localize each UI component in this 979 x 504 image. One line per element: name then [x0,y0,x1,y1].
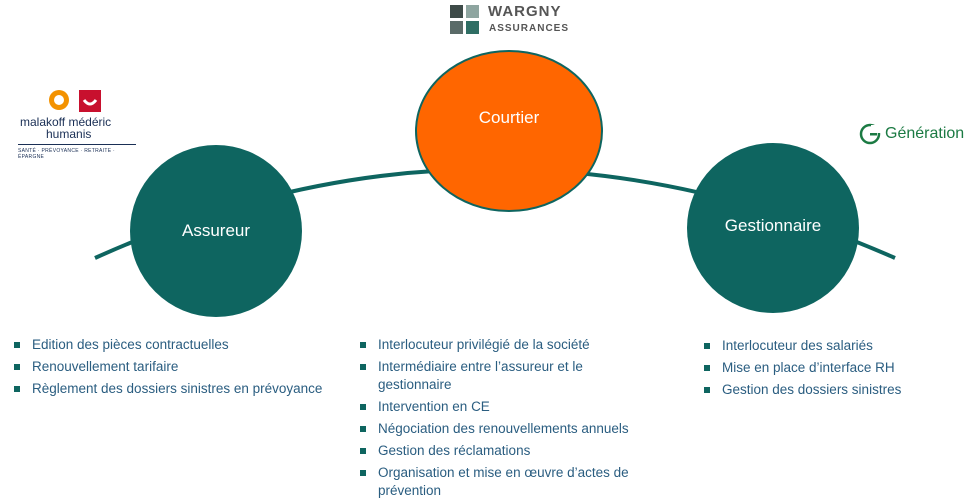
list-item: Renouvellement tarifaire [12,358,342,376]
list-item: Gestion des réclamations [358,442,648,460]
node-courtier-label: Courtier [478,108,540,127]
malakoff-logo: malakoff médéric humanis SANTÉ · PRÉVOYA… [18,88,138,160]
malakoff-divider [18,144,136,145]
list-item: Règlement des dossiers sinistres en prév… [12,380,342,398]
list-item: Négociation des renouvellements annuels [358,420,648,438]
list-item: Interlocuteur privilégié de la société [358,336,648,354]
list-item: Interlocuteur des salariés [702,337,972,355]
node-gestionnaire-label: Gestionnaire [724,216,822,235]
generation-name: Génération [885,125,965,142]
node-assureur-label: Assureur [181,221,251,240]
node-gestionnaire: Gestionnaire [687,143,859,313]
malakoff-line1: malakoff médéric [20,115,112,129]
list-item: Intermédiaire entre l’assureur et le ges… [358,358,648,394]
gestionnaire-list: Interlocuteur des salariés Mise en place… [702,337,972,403]
malakoff-tagline: SANTÉ · PRÉVOYANCE · RETRAITE · ÉPARGNE [18,148,115,160]
generation-logo: Génération [858,122,978,148]
node-courtier: Courtier [415,50,603,212]
list-item: Edition des pièces contractuelles [12,336,342,354]
list-item: Organisation et mise en œuvre d’actes de… [358,464,648,500]
courtier-list: Interlocuteur privilégié de la société I… [358,336,648,504]
list-item: Intervention en CE [358,398,648,416]
malakoff-mark-icon [49,90,101,112]
wargny-logo: WARGNY ASSURANCES [450,3,570,36]
wargny-name: WARGNY [488,3,562,20]
node-assureur: Assureur [130,145,302,317]
list-item: Gestion des dossiers sinistres [702,381,972,399]
malakoff-line2: humanis [46,127,92,141]
assureur-list: Edition des pièces contractuelles Renouv… [12,336,342,402]
list-item: Mise en place d’interface RH [702,359,972,377]
generation-mark-icon [859,123,881,145]
wargny-subtitle: ASSURANCES [489,23,570,34]
